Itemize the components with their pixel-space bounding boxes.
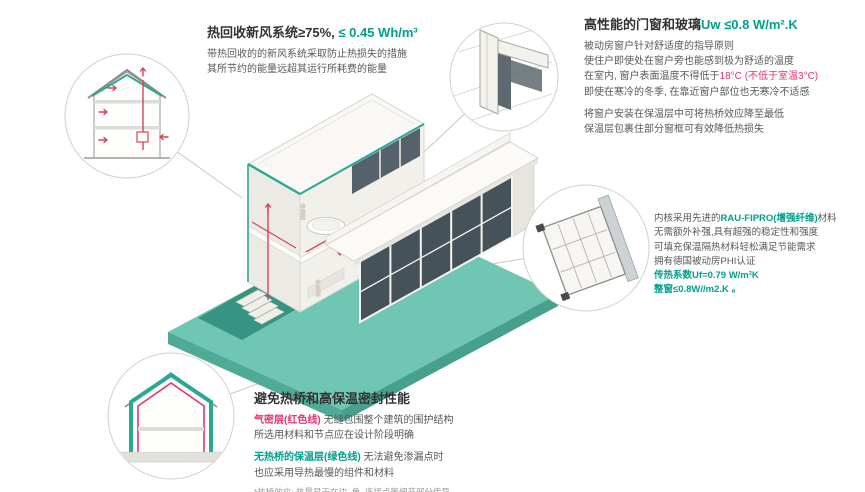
cutaway-house xyxy=(246,93,540,324)
annotation-windows: 高性能的门窗和玻璃Uw ≤0.8 W/m².K 被动房窗户针对舒适度的指导原则 … xyxy=(584,14,860,137)
airtight-red-line xyxy=(137,382,205,452)
temp-note-highlight: (不低于室温3°C) xyxy=(744,71,819,83)
text-line: 带热回收的的新风系统采取防止热损失的措施 xyxy=(207,49,407,60)
title-accent-value: ≤ 0.45 Wh/m³ xyxy=(334,25,418,40)
spacer xyxy=(584,100,860,107)
window-corner-circle xyxy=(449,22,559,132)
glazed-wing xyxy=(324,132,540,324)
text-line: 无热桥的保温层(绿色线) 无法避免渗漏点时 xyxy=(254,452,444,464)
footnote: *热桥效应: 热量易于在边, 角, 连接点等细节部分传导 xyxy=(254,486,450,492)
title-accent-value: Uw ≤0.8 W/m².K xyxy=(701,17,798,32)
text-line: 内核采用先进的RAU-FIPRO(增强纤维)材料 xyxy=(654,213,837,224)
insulation-green-line xyxy=(129,372,213,452)
windows-title: 高性能的门窗和玻璃Uw ≤0.8 W/m².K xyxy=(584,14,860,33)
text-line: 无需额外补强,具有超强的稳定性和强度 xyxy=(654,227,819,239)
airtight-layer-label: 气密层(红色线) xyxy=(254,415,321,426)
text-line: 也应采用导热最慢的组件和材料 xyxy=(254,467,394,479)
insulation-layer-label: 无热桥的保温层(绿色线) xyxy=(254,452,361,464)
uw-value-line: 整窗≤0.8W//m2.K 。 xyxy=(654,284,742,296)
temp-highlight: 18°C xyxy=(719,71,742,83)
text-line: 拥有德国被动房PHI认证 xyxy=(654,255,756,267)
text-line: 即使在寒冷的冬季, 在靠近窗户部位也无寒冷不适感 xyxy=(584,86,810,98)
text-line: 在室内, 窗户表面温度不得低于18°C (不低于室温3°C) xyxy=(584,71,819,83)
annotation-heat-recovery: 热回收新风系统≥75%, ≤ 0.45 Wh/m³ 带热回收的的新风系统采取防止… xyxy=(207,22,475,77)
text-line: 使住户即使处在窗户旁也能感到极为舒适的温度 xyxy=(584,56,794,68)
heat-recovery-title: 热回收新风系统≥75%, ≤ 0.45 Wh/m³ xyxy=(207,22,475,41)
title-main: 热回收新风系统≥75%, xyxy=(207,25,335,40)
garden-stairs xyxy=(235,289,285,325)
occupant-figures xyxy=(300,203,321,297)
title-main: 高性能的门窗和玻璃 xyxy=(584,17,702,32)
text-line: 保温层包裹住部分窗框可有效降低热损失 xyxy=(584,123,764,135)
insulation-cut-lines xyxy=(247,123,425,282)
text-line: 被动房窗户针对舒适度的指导原则 xyxy=(584,41,734,52)
spacer xyxy=(254,443,554,450)
profile-detail-circle xyxy=(522,184,650,312)
insulation-detail-circle xyxy=(107,352,235,480)
text-line: 可填充保温隔热材料轻松满足节能需求 xyxy=(654,241,816,253)
annotation-thermal-bridge: 避免热桥和高保温密封性能 气密层(红色线) 无缝包围整个建筑的围护结构 所选用材… xyxy=(254,388,554,492)
material-highlight: RAU-FIPRO(增强纤维) xyxy=(720,213,818,224)
thermal-title: 避免热桥和高保温密封性能 xyxy=(254,391,411,406)
text-line: 气密层(红色线) 无缝包围整个建筑的围护结构 xyxy=(254,415,454,426)
heat-exchanger-unit xyxy=(136,131,149,143)
uf-value-line: 传热系数Uf=0.79 W/m²K xyxy=(654,270,759,281)
annotation-profile: 内核采用先进的RAU-FIPRO(增强纤维)材料 无需额外补强,具有超强的稳定性… xyxy=(654,212,865,298)
text-line: 将窗户安装在保温层中可将热桥效应降至最低 xyxy=(584,108,784,120)
text-line: 所选用材料和节点应在设计阶段明确 xyxy=(254,430,414,442)
text-line: 其所节约的能量远超其运行所耗费的能量 xyxy=(207,64,387,76)
hrv-detail-circle xyxy=(64,53,190,179)
